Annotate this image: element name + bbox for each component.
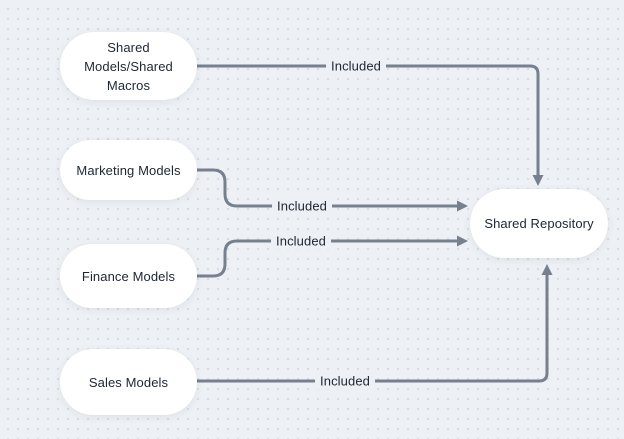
node-finance-models: Finance Models (60, 244, 197, 308)
edge-finance-to-repository (195, 239, 459, 278)
arrowhead-up-icon (541, 264, 553, 275)
edge-marketing-to-repository (195, 168, 459, 208)
node-marketing-models: Marketing Models (60, 140, 197, 200)
edge-shared-models-to-repository (195, 64, 540, 177)
node-label: Sales Models (88, 374, 169, 390)
node-shared-repository: Shared Repository (470, 189, 608, 258)
arrowhead-down-icon (532, 175, 544, 186)
edge-sales-to-repository (195, 273, 549, 383)
node-label: Shared Repository (484, 216, 594, 231)
node-sales-models: Sales Models (60, 349, 197, 415)
node-shared-models-macros: Shared Models/Shared Macros (60, 32, 197, 100)
edge-label-included-finance: Included (271, 232, 331, 250)
edge-label-included-shared-models: Included (326, 57, 386, 75)
node-label: Marketing Models (76, 162, 181, 178)
node-label-line: Models/Shared (84, 58, 173, 74)
edge-label-included-marketing: Included (272, 197, 332, 215)
node-label-line: Macros (106, 77, 151, 93)
node-label: Finance Models (81, 268, 176, 284)
edge-label-included-sales: Included (315, 372, 375, 390)
node-label-line: Shared (107, 39, 150, 55)
arrowhead-right-icon (457, 200, 468, 212)
arrowhead-right-icon (457, 235, 468, 247)
